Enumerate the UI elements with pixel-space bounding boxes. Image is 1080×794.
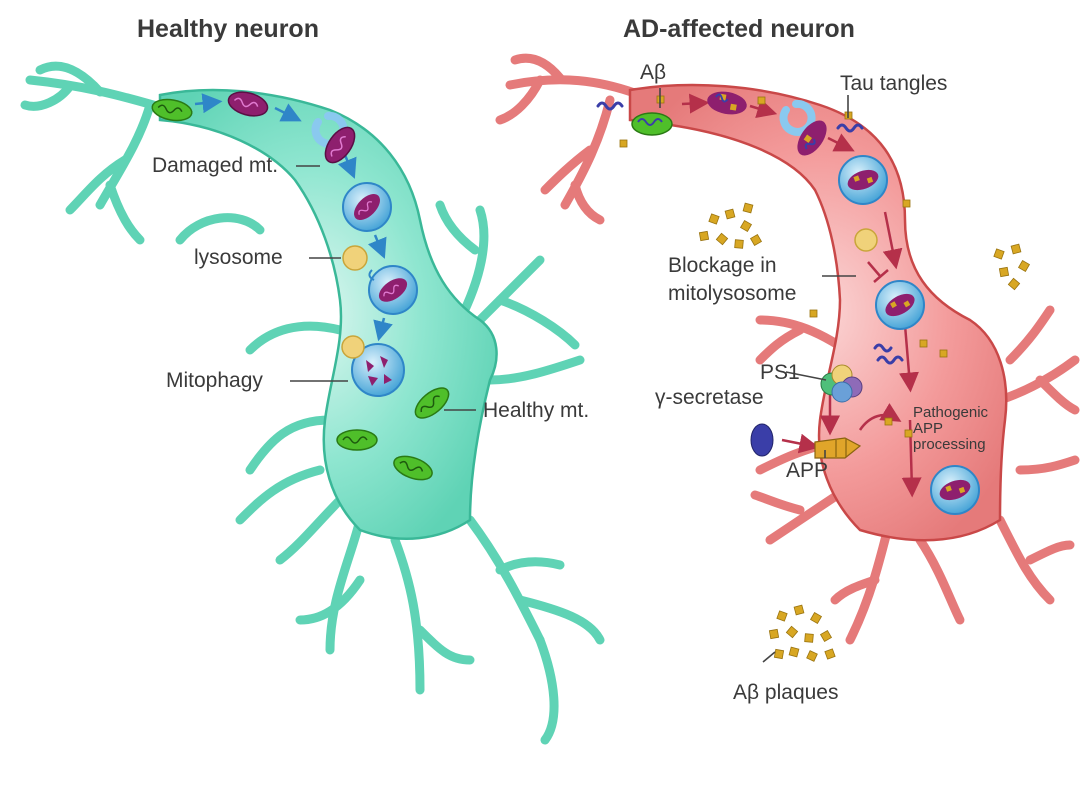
tau-tangles-label: Tau tangles [840, 72, 948, 95]
damaged-mito-2 [324, 126, 356, 164]
lysosome-1 [342, 245, 368, 271]
pathogenic-label-line3: processing [913, 436, 986, 453]
gamma-secretase-label: γ-secretase [655, 386, 764, 409]
abeta-plaques-label: Aβ plaques [733, 681, 839, 704]
autophagosome-1 [342, 182, 392, 232]
damaged-mito-1 [227, 91, 269, 117]
lysosome-fusion-curl [368, 269, 375, 281]
tau-tangles [596, 101, 904, 365]
blockage-label-line1: Blockage in [668, 254, 777, 277]
healthy-mt-label: Healthy mt. [483, 399, 590, 422]
healthy-mito-4 [393, 455, 433, 481]
healthy-neuron-title: Healthy neuron [137, 15, 319, 43]
ad-neuron-title: AD-affected neuron [623, 15, 855, 43]
abeta-mito [631, 112, 673, 136]
pathogenic-label-line1: Pathogenic [913, 404, 989, 421]
healthy-mito-1 [151, 98, 193, 122]
healthy-leader-lines [290, 165, 476, 411]
healthy-mito-2 [414, 387, 450, 419]
ad-damaged-mito-2 [797, 120, 827, 156]
mitophagy-label: Mitophagy [166, 369, 263, 392]
healthy-cell-body [158, 88, 498, 540]
autophagosome-2 [368, 265, 418, 315]
ad-damaged-mito-1 [707, 91, 747, 115]
healthy-pathway-arrows [194, 93, 393, 342]
mitolysosome [341, 335, 405, 397]
ps1-label: PS1 [760, 361, 800, 384]
healthy-neuron [20, 61, 605, 745]
lysosome-label: lysosome [194, 246, 283, 269]
gamma-secretase-complex [820, 364, 863, 403]
ad-autophagosome-3 [930, 465, 980, 515]
blockage-label-line2: mitolysosome [668, 282, 797, 305]
abeta-cluster-right [993, 243, 1031, 291]
ad-leader-lines [659, 88, 856, 663]
ad-autophagosome-2 [875, 280, 925, 330]
abeta-label: Aβ [640, 61, 667, 84]
pathogenic-label-line2: APP [913, 420, 944, 437]
app-ligand [750, 423, 774, 457]
abeta-plaques-cluster [768, 604, 836, 662]
app-label: APP [786, 459, 829, 482]
healthy-mito-3 [336, 429, 378, 451]
blockage-inhibitor [867, 261, 889, 283]
healthy-dendrites [20, 61, 605, 745]
ad-autophagosome-1 [838, 155, 888, 205]
abeta-cluster-top [698, 202, 763, 249]
ad-neuron [495, 53, 1080, 663]
ad-dendrites [495, 53, 1080, 645]
app-protein [814, 437, 862, 459]
ad-cell-body [628, 83, 1008, 542]
damaged-mt-label: Damaged mt. [152, 154, 279, 177]
ad-lysosome [854, 228, 878, 252]
